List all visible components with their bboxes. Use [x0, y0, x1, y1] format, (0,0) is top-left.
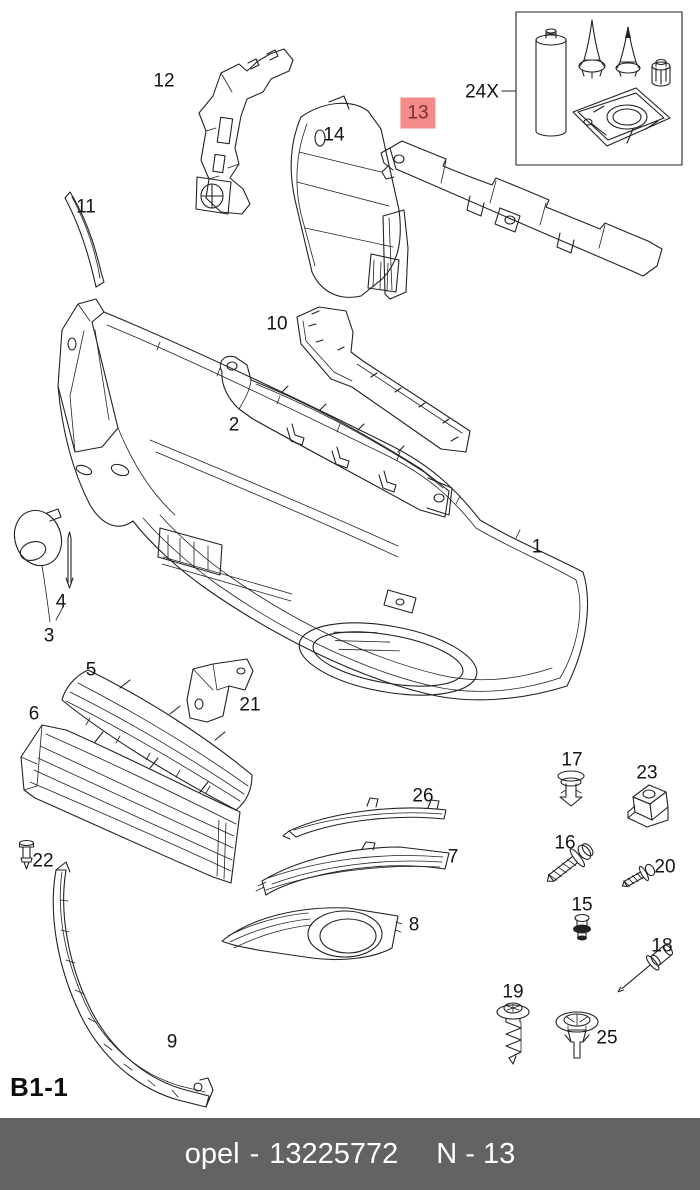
- kit-quantity-label[interactable]: 24X: [465, 81, 499, 103]
- part-1-drawing: [57, 298, 589, 701]
- part-26-drawing: [282, 797, 447, 840]
- part-17-drawing: [557, 770, 585, 807]
- part-5-drawing: [61, 669, 253, 811]
- footer-page-ref: N - 13: [436, 1137, 516, 1170]
- part-label-4[interactable]: 4: [55, 591, 67, 613]
- part-label-26[interactable]: 26: [412, 785, 434, 807]
- part-label-21[interactable]: 21: [239, 694, 261, 716]
- part-label-8[interactable]: 8: [408, 914, 420, 936]
- part-10-drawing: [296, 306, 471, 453]
- footer-brand: opel: [184, 1137, 240, 1170]
- part-label-6[interactable]: 6: [28, 703, 40, 725]
- part-label-22[interactable]: 22: [32, 850, 54, 872]
- part-8-drawing: [221, 907, 403, 961]
- part-13-drawing: [380, 140, 663, 277]
- part-21-drawing: [186, 658, 254, 723]
- part-label-15[interactable]: 15: [571, 894, 593, 916]
- part-23-drawing: [627, 784, 669, 828]
- part-label-12[interactable]: 12: [153, 70, 175, 92]
- part-label-19[interactable]: 19: [502, 981, 524, 1003]
- part-18-drawing: [617, 944, 674, 993]
- part-label-13[interactable]: 13: [400, 97, 436, 129]
- part-label-17[interactable]: 17: [561, 749, 583, 771]
- part-label-7[interactable]: 7: [447, 846, 459, 868]
- part-14-drawing: [290, 95, 409, 300]
- part-22-drawing: [18, 839, 35, 870]
- part-11-drawing: [64, 191, 105, 288]
- part-16-drawing: [546, 843, 594, 882]
- part-label-3[interactable]: 3: [43, 625, 55, 647]
- part-label-11[interactable]: 11: [76, 196, 96, 218]
- part-19-drawing: [496, 1002, 530, 1065]
- part-20-drawing: [621, 863, 656, 888]
- part-4-drawing: [55, 531, 74, 621]
- part-15-drawing: [573, 913, 591, 941]
- part-label-5[interactable]: 5: [85, 659, 97, 681]
- part-2-drawing: [219, 355, 453, 518]
- diagram-code: B1-1: [10, 1072, 69, 1102]
- part-label-23[interactable]: 23: [636, 762, 658, 784]
- part-label-9[interactable]: 9: [166, 1031, 178, 1053]
- part-label-1[interactable]: 1: [531, 536, 543, 558]
- footer-part-number: 13225772: [269, 1137, 399, 1170]
- part-label-20[interactable]: 20: [654, 856, 676, 878]
- part-7-drawing: [255, 841, 450, 896]
- part-25-drawing: [555, 1011, 599, 1059]
- part-label-10[interactable]: 10: [266, 313, 288, 335]
- footer-separator: -: [249, 1137, 260, 1170]
- part-label-18[interactable]: 18: [651, 935, 673, 957]
- part-label-14[interactable]: 14: [323, 124, 345, 146]
- footer-bar: opel - 13225772 N - 13: [0, 1118, 700, 1190]
- part-label-16[interactable]: 16: [554, 832, 576, 854]
- part-3-drawing: [13, 508, 63, 623]
- diagram-canvas: [13, 11, 683, 1108]
- part-label-25[interactable]: 25: [596, 1027, 618, 1049]
- kit-box-drawing: [501, 11, 683, 166]
- part-9-drawing: [52, 861, 214, 1108]
- part-12-drawing: [195, 48, 294, 215]
- part-label-2[interactable]: 2: [228, 414, 240, 436]
- part-6-drawing: [20, 724, 241, 884]
